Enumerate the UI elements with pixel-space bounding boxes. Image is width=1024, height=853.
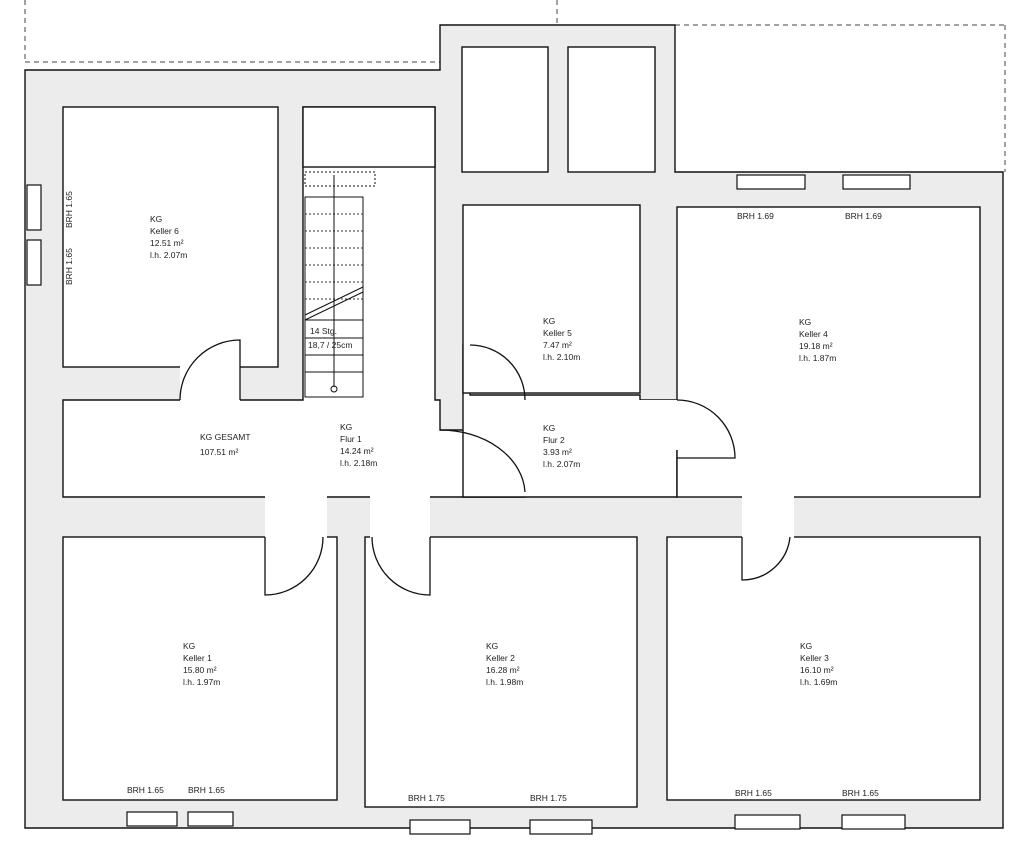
stair-dimensions: 18,7 / 25cm xyxy=(308,340,352,350)
door-opening-keller-1 xyxy=(265,495,327,539)
label-keller-3: KG Keller 3 16.10 m² l.h. 1.69m xyxy=(800,641,837,687)
svg-text:Flur 1: Flur 1 xyxy=(340,434,362,444)
svg-text:16.10 m²: 16.10 m² xyxy=(800,665,834,675)
svg-text:Keller 3: Keller 3 xyxy=(800,653,829,663)
window-label: BRH 1.65 xyxy=(64,191,74,228)
staircase: 14 Stg. 18,7 / 25cm xyxy=(304,171,376,398)
window-label: BRH 1.65 xyxy=(64,248,74,285)
label-flur-2: KG Flur 2 3.93 m² l.h. 2.07m xyxy=(543,423,580,469)
door-opening-keller-6 xyxy=(180,366,240,402)
svg-text:KG: KG xyxy=(543,423,555,433)
svg-text:Keller 6: Keller 6 xyxy=(150,226,179,236)
label-total: KG GESAMT 107.51 m² xyxy=(200,432,251,457)
label-keller-5: KG Keller 5 7.47 m² l.h. 2.10m xyxy=(543,316,580,362)
windows xyxy=(26,174,911,835)
svg-text:Keller 1: Keller 1 xyxy=(183,653,212,663)
dashed-boundary xyxy=(24,0,1006,172)
svg-text:KG: KG xyxy=(486,641,498,651)
svg-text:3.93 m²: 3.93 m² xyxy=(543,447,572,457)
label-keller-4: KG Keller 4 19.18 m² l.h. 1.87m xyxy=(799,317,836,363)
window-label: BRH 1.65 xyxy=(735,788,772,798)
window-label: BRH 1.65 xyxy=(188,785,225,795)
door-swings xyxy=(179,339,791,596)
door-opening-keller-2 xyxy=(370,495,430,539)
window-label: BRH 1.65 xyxy=(842,788,879,798)
window-label: BRH 1.75 xyxy=(530,793,567,803)
storage-box-1 xyxy=(461,46,549,173)
label-keller-1: KG Keller 1 15.80 m² l.h. 1.97m xyxy=(183,641,220,687)
door-opening-keller-3 xyxy=(742,495,794,539)
svg-text:KG: KG xyxy=(150,214,162,224)
door-opening-keller-4 xyxy=(638,400,680,450)
svg-text:107.51 m²: 107.51 m² xyxy=(200,447,238,457)
svg-text:l.h. 2.07m: l.h. 2.07m xyxy=(543,459,580,469)
stair-steps: 14 Stg. xyxy=(310,326,337,336)
label-flur-1: KG Flur 1 14.24 m² l.h. 2.18m xyxy=(340,422,377,468)
svg-text:l.h. 2.10m: l.h. 2.10m xyxy=(543,352,580,362)
svg-text:l.h. 2.07m: l.h. 2.07m xyxy=(150,250,187,260)
window-label: BRH 1.75 xyxy=(408,793,445,803)
svg-text:Keller 5: Keller 5 xyxy=(543,328,572,338)
window-label: BRH 1.69 xyxy=(845,211,882,221)
stair-landing xyxy=(302,106,436,168)
svg-text:l.h. 1.98m: l.h. 1.98m xyxy=(486,677,523,687)
room-keller-3 xyxy=(666,536,981,801)
window-label: BRH 1.65 xyxy=(127,785,164,795)
svg-text:14.24 m²: 14.24 m² xyxy=(340,446,374,456)
room-keller-2 xyxy=(364,536,638,808)
svg-text:15.80 m²: 15.80 m² xyxy=(183,665,217,675)
svg-text:KG: KG xyxy=(183,641,195,651)
svg-text:l.h. 1.97m: l.h. 1.97m xyxy=(183,677,220,687)
room-keller-1 xyxy=(62,536,338,801)
room-keller-4 xyxy=(676,206,981,498)
svg-text:KG: KG xyxy=(800,641,812,651)
room-keller-6 xyxy=(62,106,279,368)
svg-text:l.h. 2.18m: l.h. 2.18m xyxy=(340,458,377,468)
svg-text:KG: KG xyxy=(799,317,811,327)
window-label: BRH 1.69 xyxy=(737,211,774,221)
storage-box-2 xyxy=(567,46,656,173)
label-keller-2: KG Keller 2 16.28 m² l.h. 1.98m xyxy=(486,641,523,687)
svg-text:KG: KG xyxy=(340,422,352,432)
svg-text:16.28 m²: 16.28 m² xyxy=(486,665,520,675)
svg-text:Keller 4: Keller 4 xyxy=(799,329,828,339)
svg-text:19.18 m²: 19.18 m² xyxy=(799,341,833,351)
svg-text:l.h. 1.87m: l.h. 1.87m xyxy=(799,353,836,363)
svg-text:Keller 2: Keller 2 xyxy=(486,653,515,663)
label-keller-6: KG Keller 6 12.51 m² l.h. 2.07m xyxy=(150,214,187,260)
room-keller-5 xyxy=(462,204,641,394)
svg-text:KG GESAMT: KG GESAMT xyxy=(200,432,251,442)
svg-text:7.47 m²: 7.47 m² xyxy=(543,340,572,350)
svg-text:Flur 2: Flur 2 xyxy=(543,435,565,445)
svg-text:KG: KG xyxy=(543,316,555,326)
svg-text:12.51 m²: 12.51 m² xyxy=(150,238,184,248)
svg-text:l.h. 1.69m: l.h. 1.69m xyxy=(800,677,837,687)
